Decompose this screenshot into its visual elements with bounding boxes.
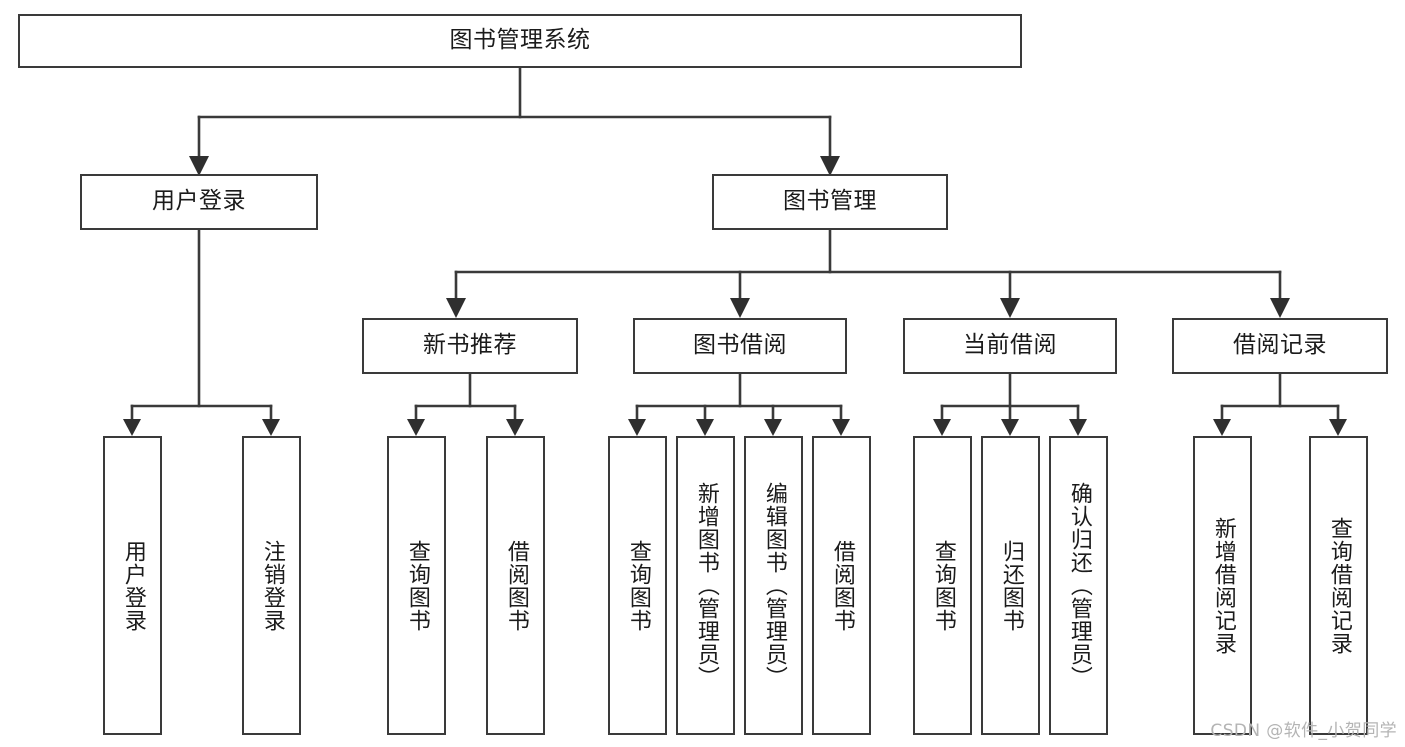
leaf-search-borrow-record[interactable]: 查询借阅记录 [1309,436,1368,735]
node-label: 用户登录 [152,188,246,215]
node-root-system[interactable]: 图书管理系统 [18,14,1022,68]
node-borrow-records[interactable]: 借阅记录 [1172,318,1388,374]
node-book-management[interactable]: 图书管理 [712,174,948,230]
node-book-borrow[interactable]: 图书借阅 [633,318,847,374]
leaf-edit-book-admin[interactable]: 编辑图书（管理员） [744,436,803,735]
node-label: 查询图书 [625,539,651,632]
leaf-search-books-borrow[interactable]: 查询图书 [608,436,667,735]
node-new-book-recommend[interactable]: 新书推荐 [362,318,578,374]
leaf-confirm-return-admin[interactable]: 确认归还（管理员） [1049,436,1108,735]
node-current-borrow[interactable]: 当前借阅 [903,318,1117,374]
node-label: 图书管理系统 [449,27,591,54]
node-label: 编辑图书（管理员） [761,482,787,689]
node-label: 借阅图书 [503,539,529,632]
node-label: 查询图书 [404,539,430,632]
leaf-borrow-books-recommend[interactable]: 借阅图书 [486,436,545,735]
leaf-search-books-recommend[interactable]: 查询图书 [387,436,446,735]
node-label: 新增借阅记录 [1210,516,1236,655]
node-label: 归还图书 [998,539,1024,632]
node-label: 图书管理 [783,188,877,215]
node-label: 借阅记录 [1233,332,1327,359]
node-label: 当前借阅 [963,332,1057,359]
node-label: 用户登录 [120,539,146,632]
leaf-add-borrow-record[interactable]: 新增借阅记录 [1193,436,1252,735]
leaf-logout[interactable]: 注销登录 [242,436,301,735]
node-label: 注销登录 [259,539,285,632]
leaf-borrow-books-borrow[interactable]: 借阅图书 [812,436,871,735]
node-user-login[interactable]: 用户登录 [80,174,318,230]
node-label: 借阅图书 [829,539,855,632]
leaf-search-books-current[interactable]: 查询图书 [913,436,972,735]
node-label: 新书推荐 [423,332,517,359]
node-label: 查询图书 [930,539,956,632]
leaf-user-login[interactable]: 用户登录 [103,436,162,735]
leaf-return-books[interactable]: 归还图书 [981,436,1040,735]
leaf-add-book-admin[interactable]: 新增图书（管理员） [676,436,735,735]
node-label: 新增图书（管理员） [693,482,719,689]
node-label: 图书借阅 [693,332,787,359]
node-label: 查询借阅记录 [1326,516,1352,655]
node-label: 确认归还（管理员） [1066,482,1092,689]
